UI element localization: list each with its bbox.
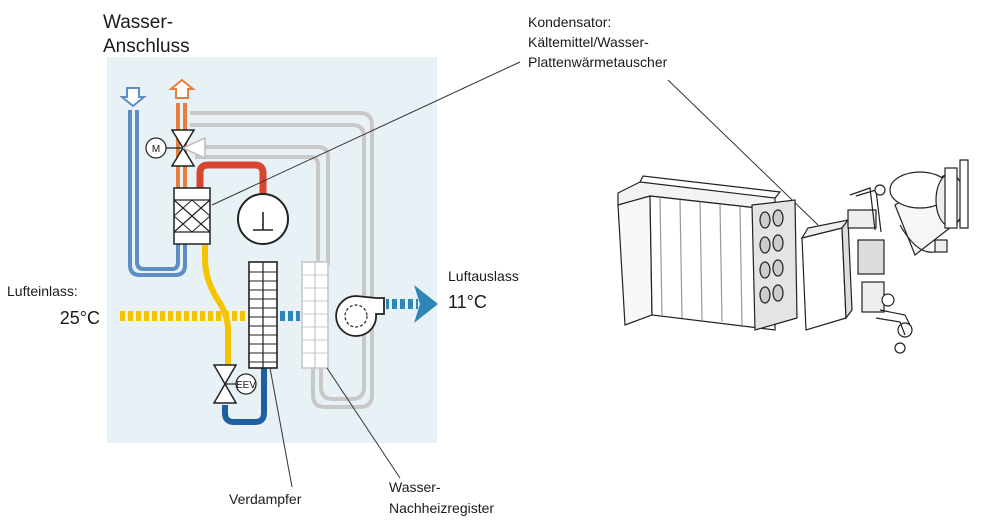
eev-icon	[235, 373, 257, 395]
air-inlet-label: Lufteinlass:	[7, 283, 78, 299]
motor-valve: M	[145, 129, 206, 167]
condenser-label-3: Plattenwärmetauscher	[528, 54, 668, 70]
air-inlet-temp: 25°C	[60, 308, 100, 328]
cooled-air-stream	[280, 311, 300, 321]
condenser-heat-exchanger	[173, 187, 211, 245]
outlet-air-arrow-icon	[414, 285, 438, 323]
hot-refrigerant-line	[196, 161, 267, 195]
water-connection-label: Wasser-	[103, 12, 173, 33]
motor-icon	[145, 137, 167, 159]
evaporator-label: Verdampfer	[229, 491, 302, 507]
compressor-icon	[237, 193, 289, 245]
condenser-label-2: Kältemittel/Wasser-	[528, 34, 649, 50]
evaporator-coil	[248, 261, 278, 369]
evaporator-leader	[269, 367, 293, 488]
fan-icon	[335, 295, 385, 337]
outlet-air-stream	[386, 299, 418, 309]
reheat-label-1: Wasser-	[389, 479, 441, 495]
cold-water-arrow-icon	[119, 87, 147, 108]
liquid-refrigerant-line	[202, 245, 231, 368]
inlet-air-stream	[118, 311, 248, 321]
reheat-leader	[326, 367, 401, 479]
cold-refrigerant-line	[222, 368, 267, 425]
unit-illustration	[617, 159, 969, 354]
air-outlet-label: Luftauslass	[448, 268, 519, 284]
condenser-leader	[211, 61, 521, 206]
motor-label: M	[152, 144, 160, 155]
condenser-label-1: Kondensator:	[528, 14, 611, 30]
water-connection-label-2: Anschluss	[103, 36, 190, 57]
eev-label: EEV	[236, 380, 256, 391]
air-outlet-temp: 11°C	[448, 292, 487, 312]
hot-water-arrow-icon	[168, 78, 196, 99]
reheat-label-2: Nachheizregister	[389, 500, 494, 516]
reheat-coil	[301, 261, 329, 369]
expansion-valve: EEV	[212, 364, 257, 404]
reheat-water-loop	[190, 111, 374, 409]
cold-water-pipe	[128, 110, 187, 277]
